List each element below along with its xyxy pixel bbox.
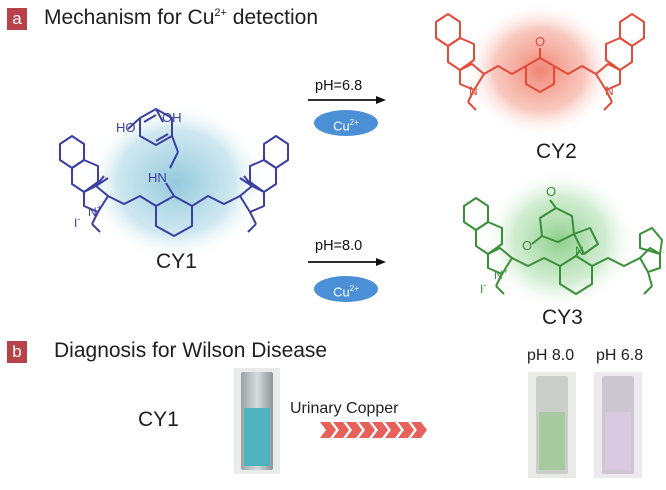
cu-bubble-2-sup: 2+ (349, 284, 359, 293)
cu-bubble-1: Cu2+ (314, 110, 378, 136)
condition-ph-6-8: pH=6.8 (315, 78, 363, 94)
cy1-structure (59, 108, 289, 237)
cy3-o-top-label: O (546, 184, 557, 199)
cy1-minus: - (77, 214, 81, 224)
condition-ph-8-0: pH=8.0 (315, 238, 363, 254)
cu-bubble-1-sup: 2+ (349, 118, 359, 127)
cy2-n-label-right: N (605, 84, 614, 98)
cy2-label: CY2 (536, 140, 577, 163)
vial-cy1 (234, 368, 280, 474)
cu-bubble-2: Cu2+ (314, 276, 378, 302)
cy1-label: CY1 (156, 250, 197, 273)
cy2-glow (464, 2, 616, 138)
cy1-oh-label: OH (162, 110, 182, 125)
panel-a-title-end: detection (226, 6, 319, 29)
arrow-to-cy2-head (376, 96, 386, 104)
cy1-iodide: I (74, 216, 78, 230)
panel-a-title-main: Mechanism for Cu (44, 6, 215, 29)
panel-b-tag: b (7, 341, 27, 363)
cy2-n-label-left: N (469, 84, 478, 98)
cy3-n-label: N (575, 244, 584, 258)
chevron-arrows (320, 422, 427, 438)
cy1-glow (86, 102, 266, 262)
urinary-copper-label: Urinary Copper (290, 400, 399, 417)
cy1-ho-label: HO (116, 120, 136, 135)
panel-b-title: Diagnosis for Wilson Disease (54, 339, 328, 362)
cy1-plus: + (96, 203, 102, 213)
cy1-n-label: N (88, 205, 97, 219)
cy3-o-left-label: O (522, 238, 533, 253)
panel-a-title: Mechanism for Cu2+ detection (44, 6, 318, 30)
panel-a-title-sup: 2+ (214, 7, 227, 19)
panel-a-tag: a (7, 8, 27, 30)
cy3-label: CY3 (542, 306, 583, 329)
cy3-structure (463, 197, 663, 295)
cy3-iodide-label: I- (480, 280, 486, 296)
cy3-n-plus-label: N+ (494, 266, 508, 282)
cy3-minus: - (483, 280, 487, 290)
vial-label-ph-6-8: pH 6.8 (596, 347, 644, 364)
sample-label: CY1 (138, 408, 179, 431)
cy1-hn-label: HN (148, 170, 167, 185)
cy3-plus: + (502, 266, 508, 276)
vial-label-ph-8: pH 8.0 (527, 347, 575, 364)
vial-ph-8 (528, 372, 576, 478)
arrow-to-cy3-head (376, 258, 386, 266)
cy3-n-plus: N (494, 268, 503, 282)
vial-ph-6-8 (594, 372, 642, 478)
cu-bubble-2-label: Cu (333, 284, 350, 300)
cy1-iodide-label: I- (74, 214, 80, 230)
cy2-o-label: O (535, 34, 546, 49)
cy3-iodide: I (480, 282, 484, 296)
cu-bubble-1-label: Cu (333, 118, 350, 134)
cy2-structure (435, 13, 645, 111)
cy1-n-plus-label: N+ (88, 203, 102, 219)
